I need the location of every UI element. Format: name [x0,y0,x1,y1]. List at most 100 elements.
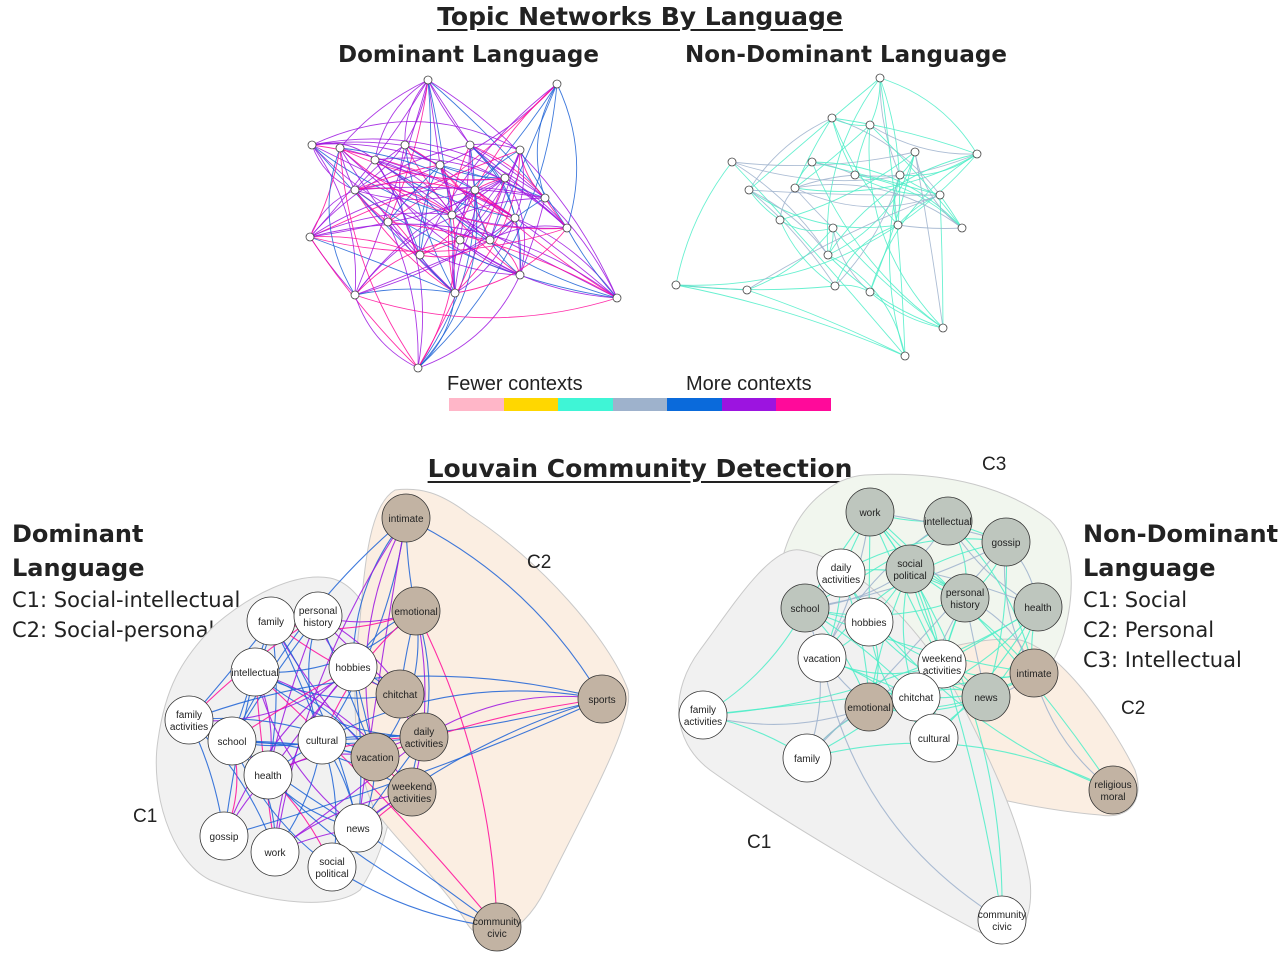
network-edge [311,143,441,166]
node-label: news [346,824,369,835]
network-node [850,170,860,180]
network-edge [404,79,429,146]
network-edge [827,254,906,357]
network-edge [675,284,836,291]
network-edge [566,227,618,299]
dominant-node-work: work [250,827,300,877]
network-edge [834,224,899,287]
network-edge [731,161,829,256]
node-label: activities [170,722,208,733]
network-edge [536,83,558,199]
community-edge [804,607,1035,674]
network-edge [504,177,526,276]
node-label: moral [1100,792,1125,803]
network-node [350,185,360,195]
network-edge [939,194,944,329]
nondominant-node-school: school [780,583,830,633]
network-edge [834,284,871,293]
network-node [893,220,903,230]
network-edge [794,124,871,189]
node-label: intimate [388,514,423,525]
community-edge [415,610,498,928]
network-edge [746,289,906,357]
network-node [612,293,622,303]
node-label: family [794,754,820,765]
node-label: family [258,617,284,628]
network-node [552,79,562,89]
legend-more-label: More contexts [686,373,812,395]
network-edge [354,189,456,294]
network-edge [354,164,441,191]
dominant-c2-label: C2 [527,552,551,573]
network-edge [309,221,389,238]
node-label: emotional [847,703,890,714]
network-node [744,185,754,195]
legend-swatch-2 [558,398,613,411]
community-edge [909,568,1003,921]
network-edge [309,236,456,294]
dominant-topic-network [305,75,622,373]
node-label: activities [822,575,860,586]
dominant-node-intellectual: intellectual [230,647,280,697]
community-edge [274,517,407,853]
nondominant-node-news: news [961,672,1011,722]
nondominant-c3-desc: C3: Intellectual [1083,648,1242,672]
node-label: chitchat [899,693,934,704]
nondominant-heading-1: Non-Dominant [1083,520,1279,548]
network-edge [731,161,906,357]
network-edge [748,117,833,191]
network-node [510,213,520,223]
network-edge [354,294,419,369]
dominant-node-cultural: cultural [297,715,347,765]
network-node [742,285,752,295]
node-label: history [303,618,332,629]
network-edge [309,187,546,238]
network-edge [311,144,453,216]
legend-swatch-1 [503,398,558,411]
network-edge [354,294,618,319]
network-edge [311,144,618,299]
dominant-node-school: school [207,716,257,766]
node-label: gossip [992,538,1021,549]
network-edge [374,79,429,161]
nondominant-node-emotional: emotional [844,682,894,732]
network-edge [417,292,456,369]
community-edge [806,742,1114,791]
network-edge [544,197,568,229]
network-edge [519,149,568,229]
network-edge [779,219,834,232]
network-edge [459,149,521,241]
network-edge [869,124,963,229]
network-node [470,185,480,195]
node-label: political [893,571,926,582]
node-label: personal [946,588,984,599]
nondominant-c1-hull [678,549,1032,941]
node-label: intellectual [924,517,971,528]
network-edge [419,79,432,256]
node-label: health [254,771,281,782]
network-edge [309,227,568,252]
network-node [865,287,875,297]
network-edge [675,284,906,357]
network-edge [354,239,461,296]
network-edge [339,147,476,191]
node-label: religious [1094,780,1131,791]
legend-swatch-0 [449,398,504,411]
network-edge [556,83,578,229]
legend-color-bar [449,398,831,411]
network-edge [309,147,341,238]
network-node [465,140,475,150]
node-label: intellectual [231,668,278,679]
dominant-node-intimate: intimate [381,493,431,543]
node-label: work [858,508,881,519]
community-edge [821,657,1003,921]
nondominant-node-health: health [1013,582,1063,632]
community-edge [405,517,603,700]
network-node [935,190,945,200]
network-edge [309,144,471,238]
nondominant-c1-desc: C1: Social [1083,588,1188,612]
